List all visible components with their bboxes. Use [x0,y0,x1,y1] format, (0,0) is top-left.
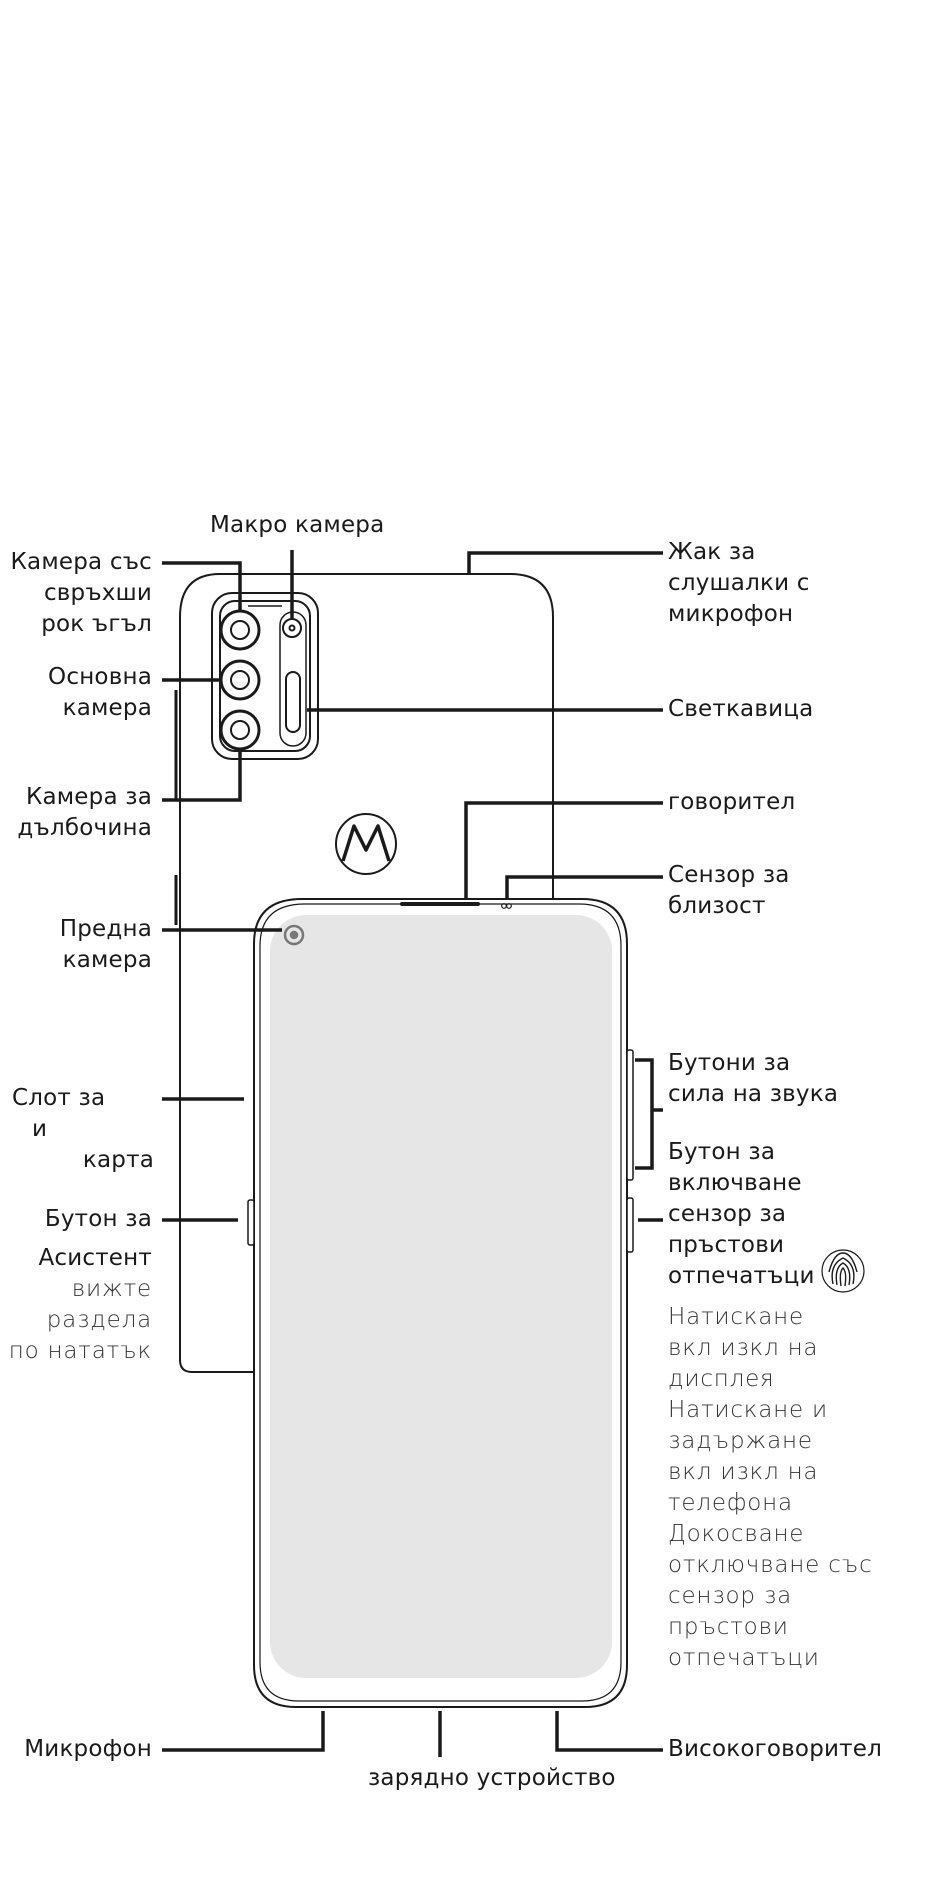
label-volume-buttons: Бутони за сила на звука [668,1048,838,1110]
power-button-description: Натискане вкл изкл на дисплея Натискане … [668,1302,873,1674]
label-line: Камера за [25,784,152,810]
leader-earpiece [464,801,663,898]
label-earpiece-text: говорител [668,789,796,815]
label-macro-camera: Макро камера [210,510,384,541]
label-speaker-text: Високоговорител [668,1736,882,1762]
label-power-button: Бутон за включване сензор за пръстови от… [668,1137,815,1292]
power-desc-line: задържане [668,1428,813,1454]
leader-volume-buttons [635,1058,663,1170]
label-ultrawide-camera: Камера със свръхши рок ъгъл [11,547,152,640]
label-line: Слот за [12,1085,106,1111]
label-line: отпечатъци [668,1263,815,1289]
leader-headphone-jack [467,551,663,574]
label-line: сила на звука [668,1081,839,1107]
label-microphone: Микрофон [24,1734,152,1765]
flash-icon [285,671,301,733]
front-camera-icon [283,924,305,946]
macro-lens-icon [282,618,302,638]
power-desc-line: телефона [668,1490,793,1516]
label-flash-text: Светкавица [668,696,814,722]
power-desc-line: Натискане и [668,1397,829,1423]
power-desc-line: дисплея [668,1366,775,1392]
power-desc-line: вкл изкл на [668,1459,819,1485]
assistant-desc-line: по натaтък [8,1338,152,1364]
label-assistant-button: Бутон за Асистент вижте раздела по натaт… [9,1204,152,1367]
label-line: Камера със [10,549,152,575]
label-depth-camera: Камера за дълбочина [17,782,152,844]
label-line: Бутон за [668,1139,776,1165]
earpiece-slot [400,902,480,906]
label-line: Жак за [668,539,756,565]
leader-depth-camera [162,750,242,802]
label-charger-text: зарядно устройство [368,1765,616,1791]
label-headphone-jack: Жак за слушалки с микрофон [668,537,810,630]
label-flash: Светкавица [668,694,813,725]
power-desc-line: Докосване [668,1521,805,1547]
label-line: и [32,1116,48,1142]
label-proximity-sensor: Сензор за близост [668,860,790,922]
fingerprint-icon [821,1249,865,1293]
front-phone [247,898,634,1708]
label-line: Бутон за [44,1206,152,1232]
leader-lines [162,550,663,1757]
proximity-sensor-icon [501,903,512,909]
assistant-desc-line: раздела [46,1307,152,1333]
label-line: Бутони за [668,1050,791,1076]
power-desc-line: отключване със [668,1552,873,1578]
label-macro-camera-text: Макро камера [210,512,385,538]
label-line: Основна [48,664,152,690]
label-line: микрофон [668,601,794,627]
label-line: свръхши [43,580,152,606]
label-main-camera: Основна камера [48,662,152,724]
power-desc-line: пръстови [668,1614,789,1640]
label-line: Асистент [38,1245,152,1271]
power-desc-line: отпечатъци [668,1645,820,1671]
label-card-slot: Слот за и карта [12,1083,154,1176]
leader-speaker [555,1711,663,1752]
label-line: дълбочина [17,815,152,841]
power-button [626,1197,634,1253]
power-desc-line: вкл изкл на [668,1335,819,1361]
label-line: сензор за [668,1201,787,1227]
label-line: включване [668,1170,802,1196]
label-front-camera: Предна камера [60,914,152,976]
motorola-logo [335,813,397,875]
leader-ultrawide-camera [162,561,242,611]
label-line: рок ъгъл [41,611,152,637]
volume-buttons [626,1049,634,1181]
label-line: карта [82,1147,154,1173]
label-line: камера [62,695,152,721]
leader-proximity-sensor [505,875,663,898]
label-line: Предна [59,916,152,942]
label-line: слушалки с [668,570,810,596]
label-line: пръстови [668,1232,785,1258]
depth-lens-icon [219,709,261,751]
power-desc-line: сензор за [668,1583,792,1609]
label-microphone-text: Микрофон [24,1736,152,1762]
ultrawide-lens-icon [219,609,261,651]
screen [270,915,612,1678]
assistant-desc-line: вижте [71,1276,152,1302]
leader-microphone [162,1711,325,1752]
assistant-button [247,1199,255,1246]
label-line: близост [668,893,766,919]
label-speaker: Високоговорител [668,1734,882,1765]
label-line: камера [62,947,152,973]
main-lens-icon [219,659,261,701]
label-line: Сензор за [668,862,790,888]
label-earpiece: говорител [668,787,795,818]
label-charger: зарядно устройство [368,1763,616,1794]
power-desc-line: Натискане [668,1304,804,1330]
